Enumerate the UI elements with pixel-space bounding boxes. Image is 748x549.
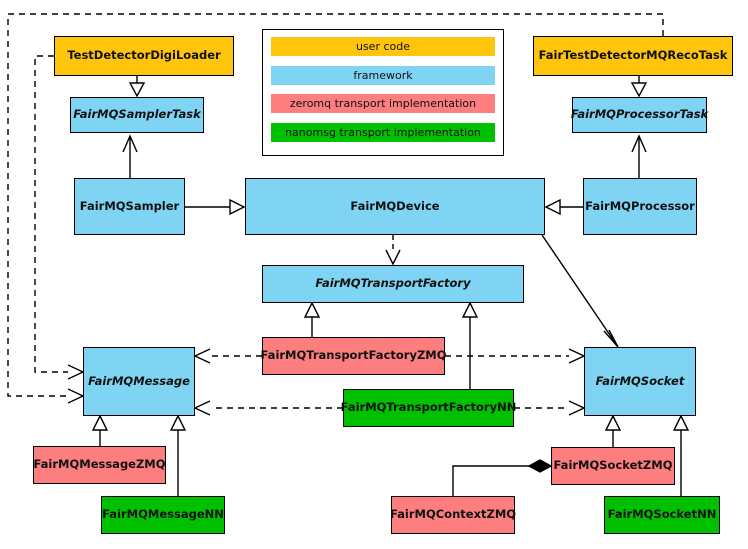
class-node-fairmqtransportfactorynn[interactable]: FairMQTransportFactoryNN (340, 389, 517, 427)
class-node-fairmqsocketzmq[interactable]: FairMQSocketZMQ (551, 447, 675, 485)
edge-socketnn-socket (672, 414, 690, 496)
class-node-fairmqsampler[interactable]: FairMQSampler (74, 178, 185, 235)
legend-item-zeromq: zeromq transport implementation (271, 94, 495, 113)
class-node-fairmqtransportfactory[interactable]: FairMQTransportFactory (262, 265, 524, 303)
class-node-label: FairMQProcessor (585, 198, 695, 213)
edge-tfnn-tf (461, 301, 479, 389)
class-node-label: FairMQMessageNN (102, 507, 224, 522)
edge-socketzmq-socket (604, 414, 622, 447)
edge-tfnn-socket (514, 400, 586, 416)
class-node-label: FairTestDetectorMQRecoTask (538, 48, 728, 63)
class-node-fairmqsocketnn[interactable]: FairMQSocketNN (604, 496, 720, 534)
edge-device-transportfactory (385, 235, 401, 266)
legend-label: framework (353, 69, 413, 82)
edge-messagenn-message (169, 414, 187, 496)
edge-messagezmq-message (91, 414, 109, 446)
edge-sampler-samplertask (122, 134, 138, 178)
edge-processor-device (544, 198, 583, 216)
edge-device-socket (541, 234, 619, 348)
edge-digiloader-samplertask (128, 76, 146, 98)
class-node-label: FairMQMessageZMQ (33, 457, 166, 472)
class-node-fairmqmessagezmq[interactable]: FairMQMessageZMQ (33, 446, 166, 484)
class-node-fairmqsocket[interactable]: FairMQSocket (584, 347, 696, 416)
edge-contextzmq-socketzmq (452, 459, 553, 496)
class-node-fairmqsamplertask[interactable]: FairMQSamplerTask (70, 97, 204, 133)
class-node-label: FairMQSocket (595, 373, 685, 388)
class-node-fairmqprocessortask[interactable]: FairMQProcessorTask (570, 97, 709, 133)
legend-label: user code (355, 40, 411, 53)
class-node-fairtestdetectormqrecotask[interactable]: FairTestDetectorMQRecoTask (533, 36, 733, 76)
class-node-fairmqmessagenn[interactable]: FairMQMessageNN (101, 496, 225, 534)
class-node-label: FairMQSamplerTask (73, 107, 201, 122)
class-node-testdetectordigiloader[interactable]: TestDetectorDigiLoader (54, 36, 234, 76)
class-node-label: FairMQContextZMQ (389, 507, 517, 522)
legend-label: zeromq transport implementation (289, 97, 477, 110)
edge-recotask-processortask (630, 76, 648, 98)
class-node-label: FairMQProcessorTask (570, 107, 709, 122)
class-node-fairmqtransportfactoryzmq[interactable]: FairMQTransportFactoryZMQ (260, 337, 447, 375)
edge-tfzmq-tf (303, 301, 321, 337)
class-node-label: FairMQTransportFactory (315, 276, 471, 291)
class-node-fairmqmessage[interactable]: FairMQMessage (83, 347, 195, 416)
edge-processor-processortask (631, 134, 647, 178)
class-node-label: FairMQTransportFactoryZMQ (260, 348, 447, 363)
edge-tfnn-message (193, 400, 343, 416)
class-node-label: FairMQSocketZMQ (553, 458, 673, 473)
class-node-label: TestDetectorDigiLoader (67, 48, 221, 63)
class-node-fairmqdevice[interactable]: FairMQDevice (245, 178, 545, 235)
class-node-label: FairMQMessage (88, 373, 190, 388)
legend-item-framework: framework (271, 66, 495, 85)
class-node-label: FairMQTransportFactoryNN (340, 400, 517, 415)
class-node-fairmqcontextzmq[interactable]: FairMQContextZMQ (389, 496, 517, 534)
class-node-fairmqprocessor[interactable]: FairMQProcessor (583, 178, 697, 235)
legend-label: nanomsg transport implementation (285, 126, 481, 139)
edge-tfzmq-message (193, 348, 262, 364)
edge-sampler-device (185, 198, 246, 216)
class-node-label: FairMQDevice (350, 198, 440, 213)
class-node-label: FairMQSocketNN (607, 507, 717, 522)
class-node-label: FairMQSampler (79, 198, 180, 213)
edge-tfzmq-socket (445, 348, 586, 364)
legend-item-nanomsg: nanomsg transport implementation (271, 123, 495, 142)
legend-item-user-code: user code (271, 37, 495, 56)
